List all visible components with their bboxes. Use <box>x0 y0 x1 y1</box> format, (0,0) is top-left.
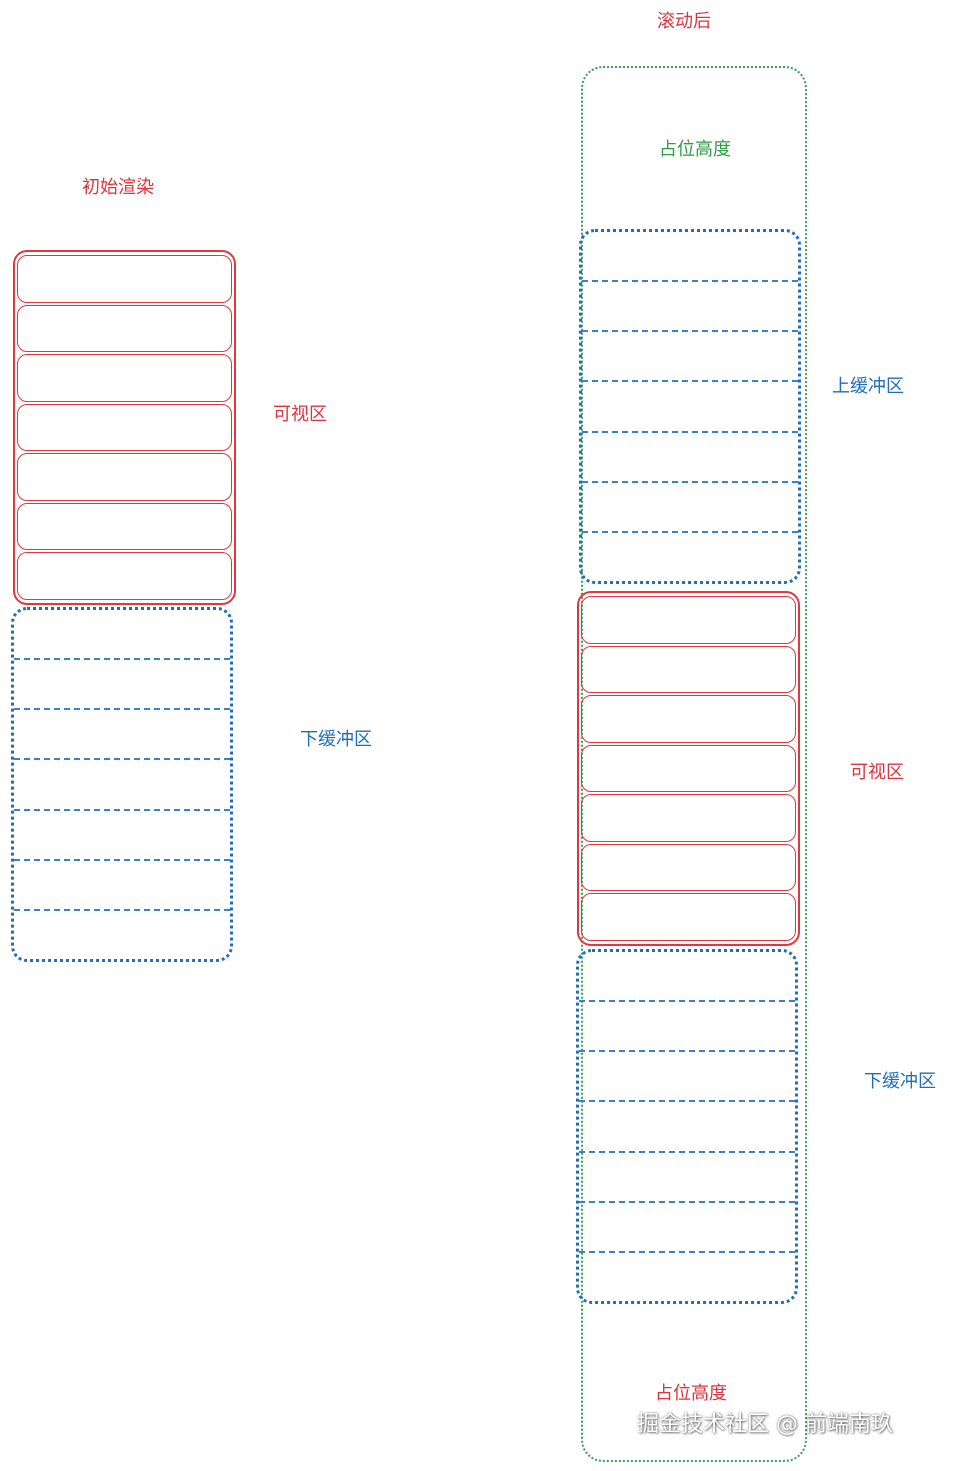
right-lower-buffer-label: 下缓冲区 <box>864 1071 936 1092</box>
list-item <box>582 480 798 531</box>
list-item <box>14 610 230 658</box>
list-item <box>582 430 798 481</box>
list-item <box>582 330 798 380</box>
list-item <box>581 893 796 942</box>
left-visible-area-label: 可视区 <box>273 404 327 425</box>
list-item <box>581 843 796 892</box>
top-placeholder-label: 占位高度 <box>659 139 731 160</box>
list-item <box>17 354 232 402</box>
list-item <box>579 1050 795 1100</box>
right-upper-buffer <box>579 229 801 584</box>
list-item <box>581 744 796 793</box>
list-item <box>582 232 798 280</box>
list-item <box>579 1150 795 1201</box>
after-scroll-title: 滚动后 <box>657 11 711 32</box>
list-item <box>579 952 795 1000</box>
right-upper-buffer-label: 上缓冲区 <box>832 376 904 397</box>
list-item <box>17 403 232 452</box>
left-visible-area <box>13 250 236 605</box>
list-item <box>14 908 230 959</box>
left-lower-buffer <box>11 607 233 962</box>
initial-render-title: 初始渲染 <box>82 177 154 198</box>
list-item <box>17 552 232 601</box>
right-lower-buffer <box>576 949 798 1304</box>
list-item <box>579 1200 795 1251</box>
left-lower-buffer-label: 下缓冲区 <box>300 729 372 750</box>
list-item <box>581 645 796 694</box>
list-item <box>579 1100 795 1150</box>
list-item <box>14 658 230 708</box>
list-item <box>14 858 230 909</box>
list-item <box>17 453 232 501</box>
list-item <box>581 695 796 743</box>
right-visible-area-label: 可视区 <box>850 762 904 783</box>
list-item <box>17 502 232 551</box>
list-item <box>17 304 232 353</box>
list-item <box>582 530 798 581</box>
list-item <box>579 1000 795 1050</box>
bottom-placeholder-label: 占位高度 <box>655 1383 727 1404</box>
list-item <box>582 380 798 430</box>
list-item <box>582 280 798 330</box>
list-item <box>14 708 230 758</box>
list-item <box>581 794 796 842</box>
list-item <box>14 808 230 859</box>
right-visible-area <box>577 591 800 946</box>
list-item <box>17 255 232 303</box>
list-item <box>581 596 796 644</box>
right-placeholder-container <box>581 66 807 1462</box>
list-item <box>579 1250 795 1301</box>
list-item <box>14 758 230 808</box>
watermark: 掘金技术社区 @ 前端南玖 <box>637 1412 893 1437</box>
